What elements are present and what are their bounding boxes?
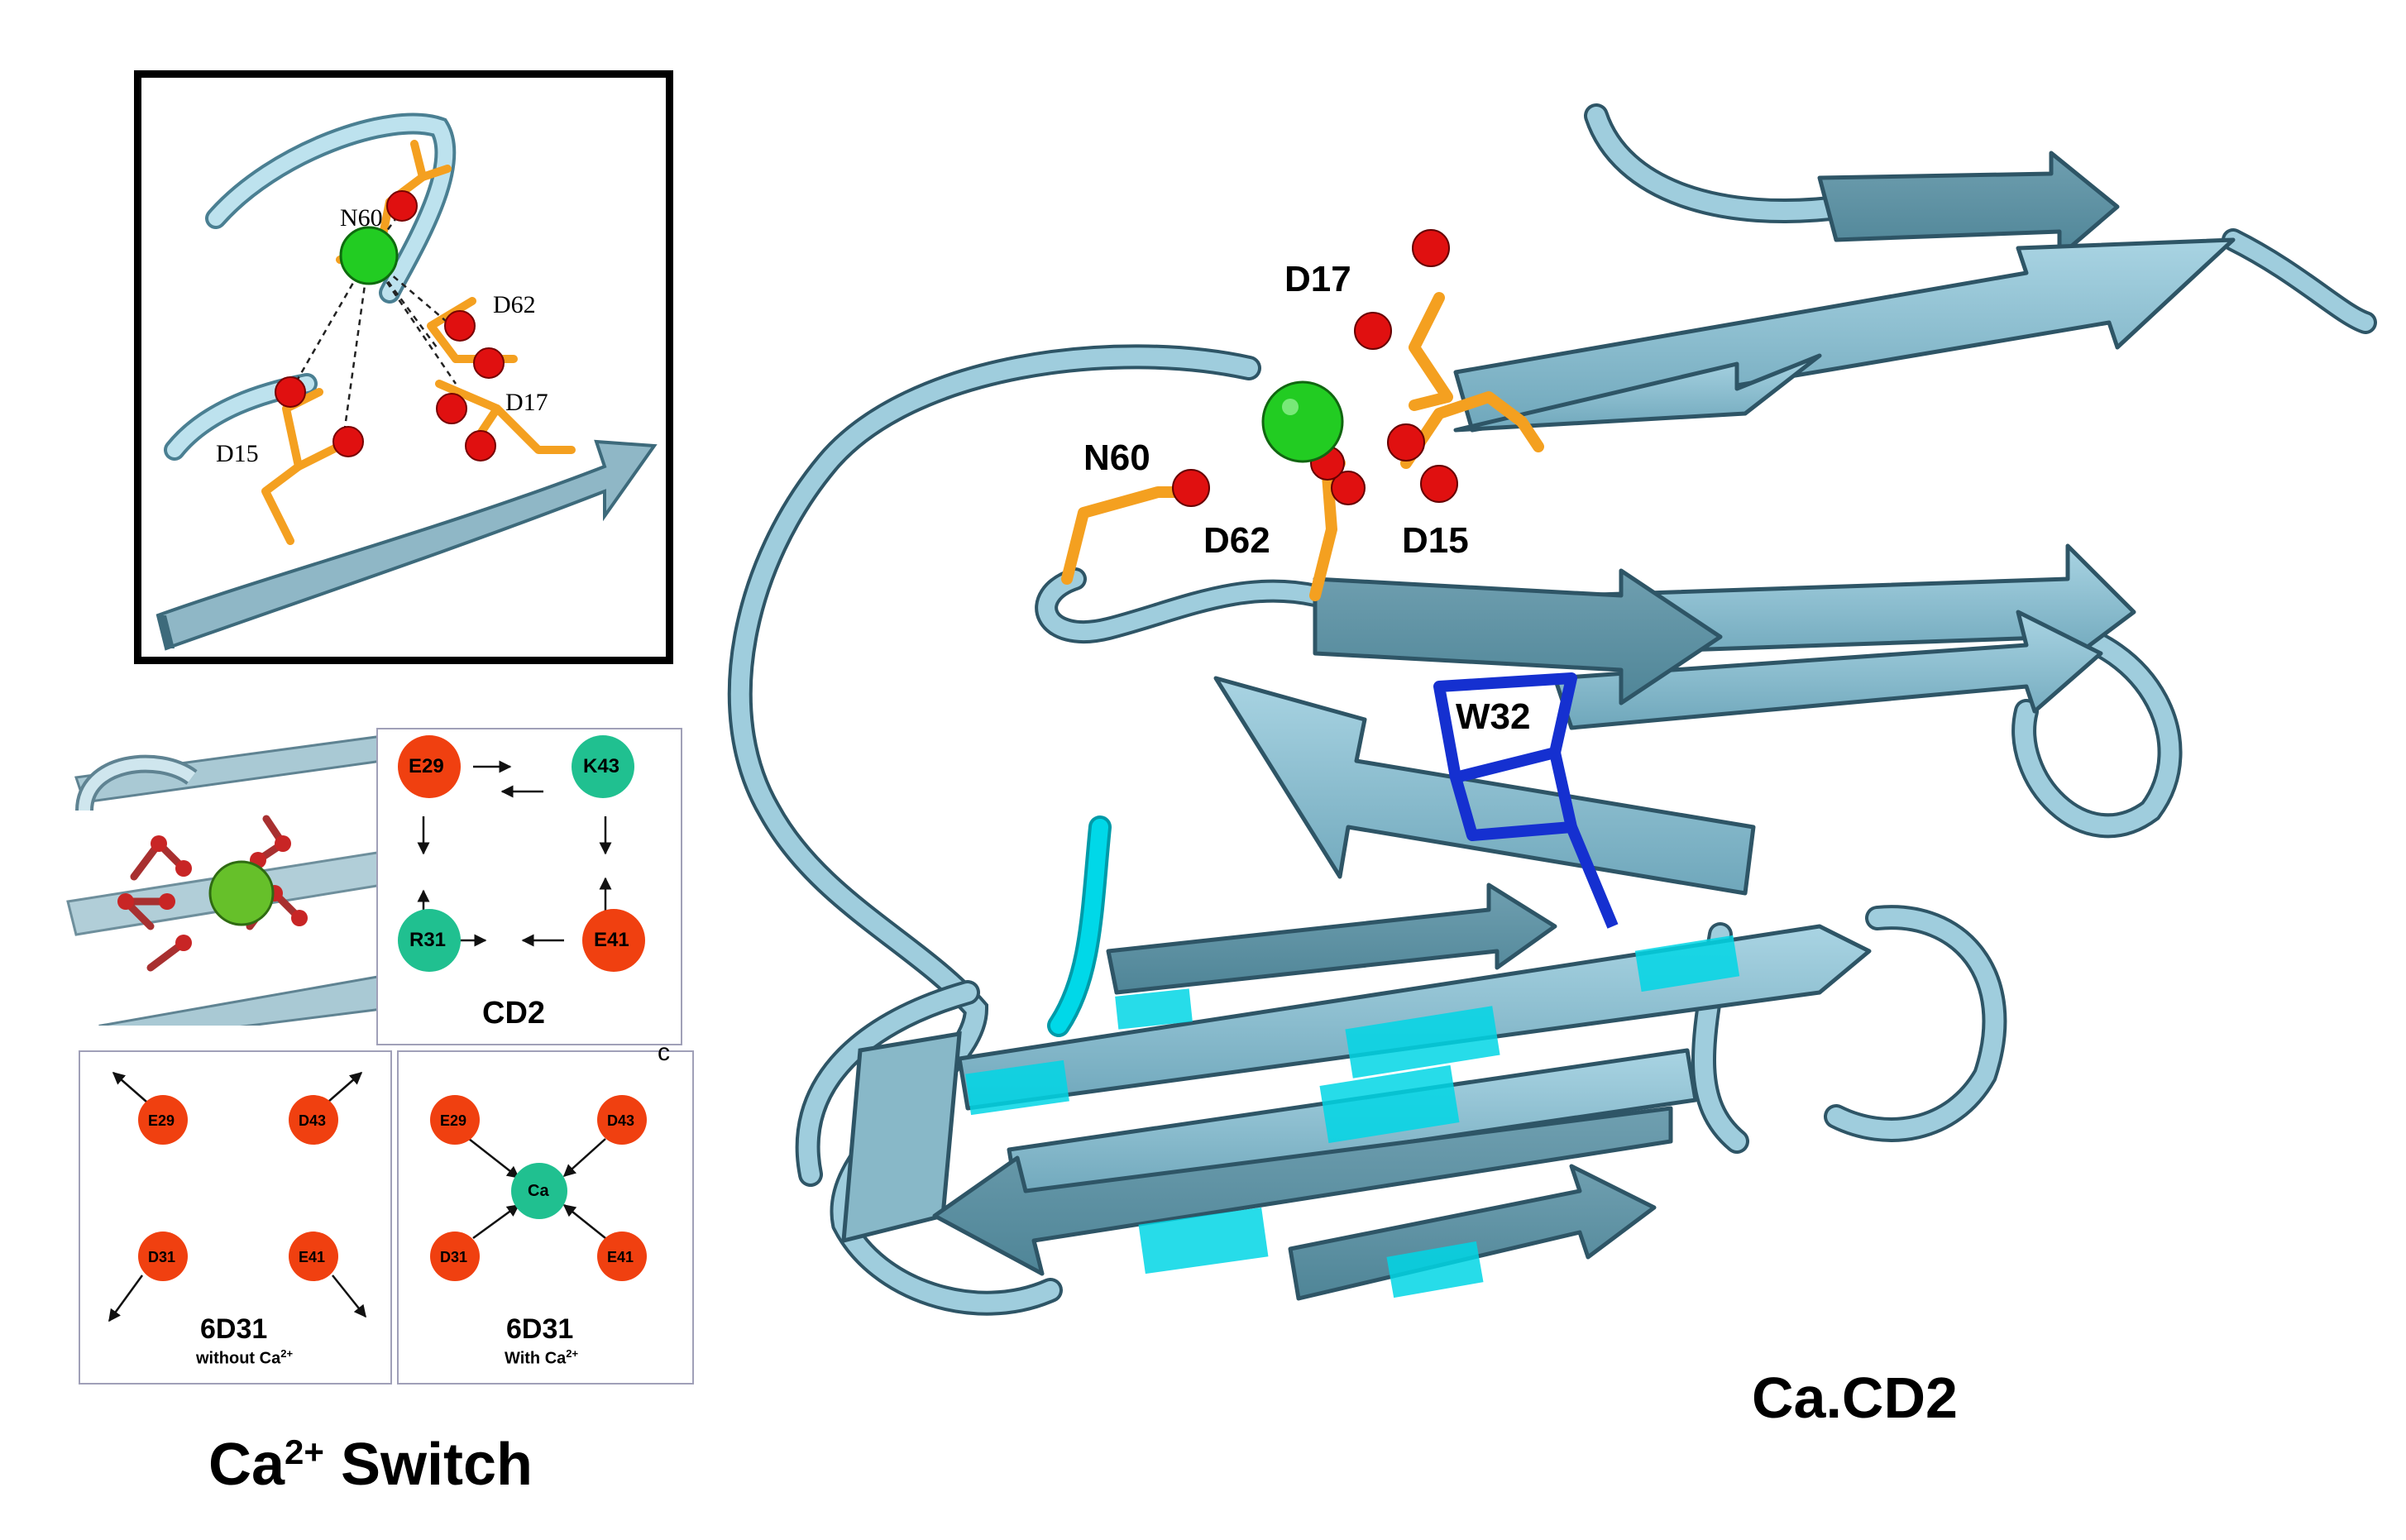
beta-strands — [932, 151, 2236, 1301]
cd2-node-label-r31: R31 — [409, 929, 447, 951]
inset-label-d62: D62 — [493, 291, 536, 318]
switch-with-node-d43 — [597, 1095, 647, 1145]
switch-with-label-e41: E41 — [607, 1249, 634, 1265]
inset-panel: N60 D62 D17 D15 — [134, 70, 673, 664]
sidechain-d17 — [1409, 292, 1453, 411]
switch-without-label-e29: E29 — [148, 1112, 175, 1129]
switch-without-title: 6D31 — [200, 1313, 268, 1345]
cd2-panel: E29 K43 R31 E41 CD2 — [376, 728, 682, 1045]
inset-structure — [155, 112, 658, 651]
calcium-ion-main — [1261, 380, 1344, 463]
strand-big-arrow — [1213, 676, 1756, 896]
oxygen-atoms-main — [1172, 229, 1458, 507]
inset-label-d17: D17 — [505, 389, 548, 416]
strand-bottom — [1288, 1164, 1657, 1301]
switch-without-node-d31 — [138, 1232, 188, 1281]
panel-letter-c: c — [658, 1039, 670, 1066]
switch-without-label-d43: D43 — [299, 1112, 327, 1129]
inset-strand — [155, 439, 658, 651]
cyan-highlights — [965, 935, 1740, 1298]
strand-lower-back — [1106, 882, 1557, 995]
cd2-node-r31 — [398, 909, 461, 972]
switch-without-label-e41: E41 — [299, 1249, 326, 1265]
switch-with-label-d31: D31 — [440, 1249, 468, 1265]
cd2-node-k43 — [572, 735, 634, 798]
switch-without-subtitle: without Ca2+ — [196, 1347, 294, 1368]
cd2-network — [398, 735, 645, 972]
switch-with-node-ca — [511, 1163, 567, 1219]
label-w32: W32 — [1456, 696, 1531, 737]
cd2-node-label-e41: E41 — [594, 929, 629, 951]
cd2-node-e41 — [582, 909, 645, 972]
switch-with-network — [430, 1095, 647, 1281]
cd2-node-e29 — [398, 735, 461, 798]
inset-label-d15: D15 — [216, 440, 259, 467]
label-d17: D17 — [1284, 259, 1351, 299]
switch-with-node-e29 — [430, 1095, 480, 1145]
switch-with-label-e29: E29 — [440, 1112, 467, 1129]
switch-structure-thumbnail — [66, 734, 382, 1026]
label-n60: N60 — [1083, 438, 1150, 478]
w32-sidechain — [1433, 672, 1619, 929]
main-title: Ca.CD2 — [1752, 1365, 1958, 1430]
label-d62: D62 — [1203, 520, 1270, 561]
strand-lower-3 — [932, 1106, 1673, 1276]
switch-caption: Ca2+ Switch — [208, 1432, 533, 1498]
switch-without-node-d43 — [289, 1095, 338, 1145]
calcium-ion-inset — [339, 226, 399, 285]
switch-with-panel: E29 D43 Ca D31 E41 6D31 With Ca2+ — [397, 1050, 694, 1385]
label-d15: D15 — [1402, 520, 1469, 561]
switch-without-node-e29 — [138, 1095, 188, 1145]
sidechain-n60 — [1061, 486, 1197, 585]
sidechain-d15 — [1400, 391, 1544, 469]
inset-label-n60: N60 — [340, 204, 383, 232]
strand-d15 — [1313, 568, 1723, 705]
switch-without-network — [108, 1072, 366, 1322]
switch-without-node-e41 — [289, 1232, 338, 1281]
switch-without-panel: E29 D43 D31 E41 6D31 without Ca2+ — [79, 1050, 392, 1385]
strand-top-3 — [1453, 353, 1822, 433]
switch-with-node-d31 — [430, 1232, 480, 1281]
cd2-node-label-e29: E29 — [409, 755, 444, 777]
switch-with-title: 6D31 — [506, 1313, 574, 1345]
switch-without-label-d31: D31 — [148, 1249, 176, 1265]
switch-with-subtitle: With Ca2+ — [505, 1347, 579, 1368]
cd2-node-label-k43: K43 — [583, 755, 620, 777]
strand-top-1 — [1817, 151, 2120, 259]
switch-with-label-ca: Ca — [528, 1182, 549, 1200]
switch-with-label-d43: D43 — [607, 1112, 635, 1129]
cd2-title: CD2 — [482, 996, 546, 1031]
strand-mid-long-2 — [1552, 610, 2103, 730]
switch-with-node-e41 — [597, 1232, 647, 1281]
